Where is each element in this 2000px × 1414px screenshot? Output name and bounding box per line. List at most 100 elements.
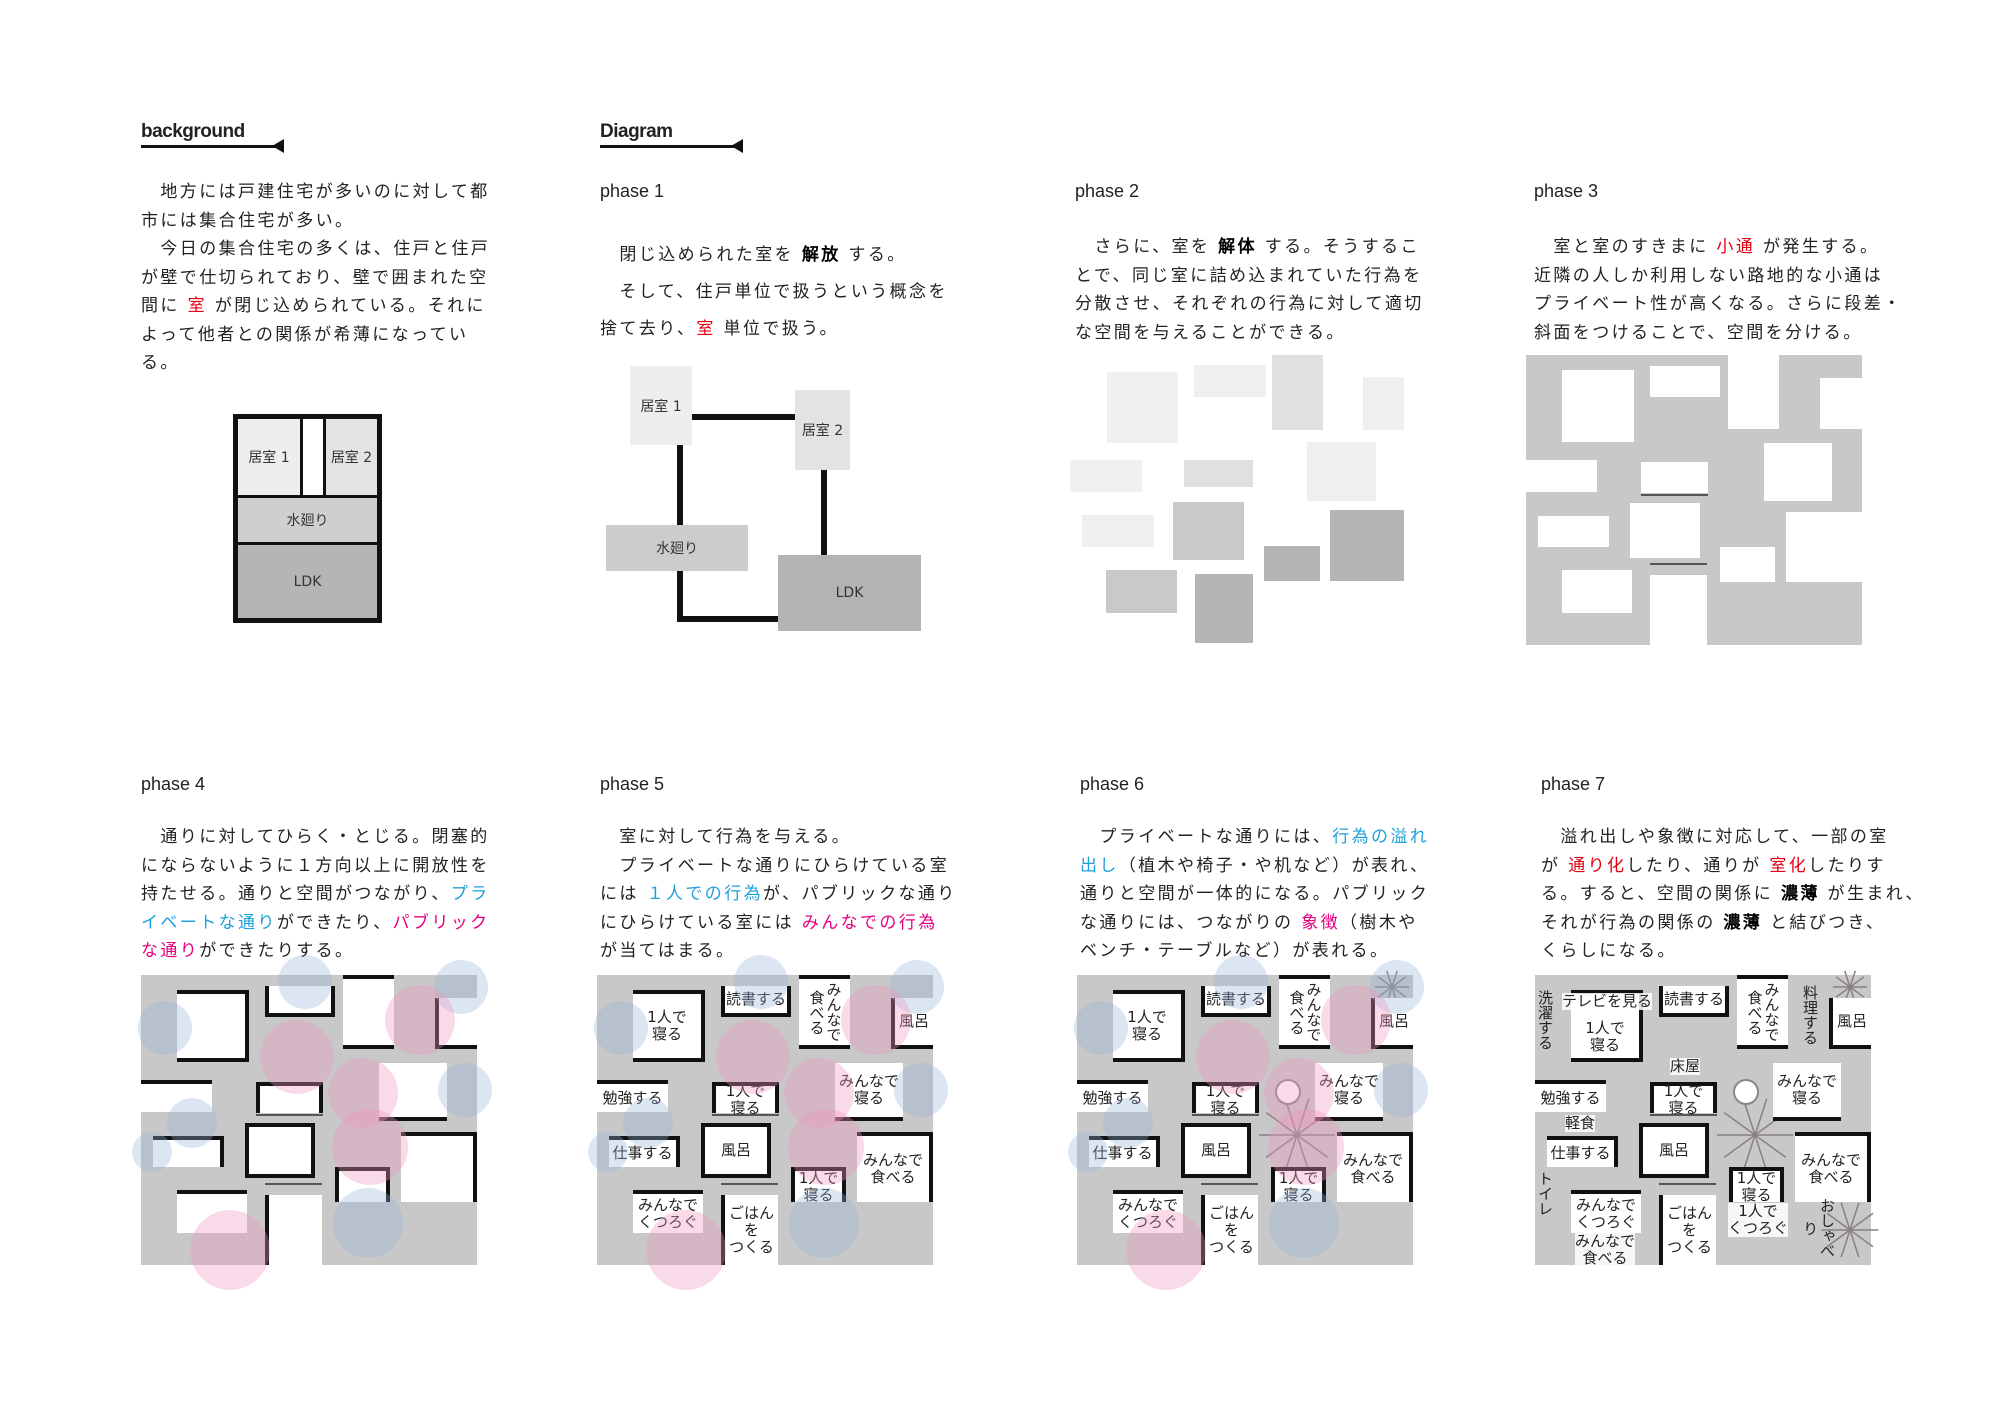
room-label: みんなで 食べる (1737, 975, 1788, 1049)
highlight-bold: 解放 (801, 245, 841, 265)
text-line: る。 (141, 349, 490, 378)
highlight-bold: 濃薄 (1723, 912, 1763, 933)
text-line: が当てはまる。 (600, 937, 957, 966)
room-label: みんなで 食べる (1337, 1132, 1413, 1202)
highlight-blue: イベートな通り (141, 912, 277, 933)
activity-label: みんなで 食べる (1575, 1232, 1636, 1267)
tree-icon (1259, 1098, 1335, 1172)
text-line: イベートな通りができたり、パブリック (141, 909, 490, 938)
text-line: 室と室のすきまに 小通 が発生する。 (1534, 233, 1903, 262)
text-line: とで、同じ室に詰め込まれていた行為を (1075, 262, 1424, 291)
text-line: くらしになる。 (1541, 937, 1925, 966)
highlight-pink: 象徴 (1301, 912, 1341, 933)
room-label: 風呂 (701, 1123, 771, 1178)
text-segment: にひらけている室には (600, 912, 802, 933)
activity-label: 軽食 (1565, 1114, 1596, 1132)
highlight-blue: １人での行為 (646, 884, 764, 904)
direction-arrow-icon (1192, 1114, 1259, 1116)
room-label: 1人で 寝る (1650, 1082, 1717, 1116)
text-segment: が壁で仕切られており、壁で囲まれた空 (141, 267, 489, 288)
text-segment: な通りには、つながりの (1080, 912, 1302, 933)
phase-1-text: 閉じ込められた室を 解放 する。 そして、住戸単位で扱うという概念を捨て去り、室… (600, 237, 948, 348)
room (141, 1080, 212, 1112)
room (379, 1063, 447, 1121)
text-segment: さらに、室を (1075, 237, 1219, 257)
text-segment: したりす (1808, 855, 1886, 876)
room (401, 1132, 477, 1202)
activity-label: テレビを見る (1562, 992, 1653, 1010)
room-block (1330, 510, 1404, 581)
text-line: 出し（植木や椅子・や机など）が表れ、 (1080, 852, 1429, 881)
arrow-left-icon (272, 139, 284, 153)
room (256, 1082, 323, 1113)
text-segment: プライベートな通りにひらけている室 (600, 855, 950, 876)
text-segment: プライベートな通りには、 (1080, 827, 1333, 847)
room-label: 読書する (1201, 986, 1271, 1017)
room-label: 1人で 寝る (1271, 1167, 1326, 1203)
text-line: 持たせる。通りと空間がつながり、プラ (141, 880, 490, 909)
direction-arrow-icon (1641, 494, 1708, 496)
connection-line (677, 616, 779, 622)
text-segment: には (600, 884, 647, 904)
text-line: 通りに対してひらく・とじる。閉塞的 (141, 823, 490, 852)
text-segment: 間に (141, 296, 188, 316)
text-line: 通りと空間が一体的になる。パブリック (1080, 880, 1429, 909)
text-line: が 通り化したり、通りが 室化したりす (1541, 852, 1925, 881)
room-1: 居室 1 (238, 419, 300, 495)
text-line: な通りができたりする。 (141, 937, 490, 966)
room-label: 1人で 寝る (1113, 990, 1185, 1062)
highlight-bold: 解体 (1218, 237, 1257, 257)
room-label: 1人で 寝る (791, 1167, 846, 1203)
text-segment: ができたり、 (276, 912, 393, 933)
text-line: 今日の集合住宅の多くは、住戸と住戸 (141, 235, 490, 264)
highlight-red: 室化 (1769, 855, 1809, 876)
text-segment: が当てはまる。 (600, 941, 736, 961)
connection-line (821, 468, 827, 556)
room-label: みんなで 寝る (1315, 1063, 1383, 1121)
room-label: 風呂 (1371, 998, 1413, 1049)
text-segment: 室に対して行為を与える。 (600, 827, 852, 847)
text-line: 間に 室 が閉じ込められている。それに (141, 292, 490, 321)
activity-label: トイレ (1536, 1171, 1554, 1216)
text-line: な通りには、つながりの 象徴（樹木や (1080, 909, 1429, 938)
text-segment: る。すると、空間の関係に (1541, 884, 1781, 904)
text-line: が壁で仕切られており、壁で囲まれた空 (141, 264, 490, 293)
text-segment: 通りに対してひらく・とじる。閉塞的 (141, 827, 490, 847)
phase-3-text: 室と室のすきまに 小通 が発生する。近隣の人しか利用しない路地的な小通はプライベ… (1534, 233, 1903, 347)
room-label: 読書する (1659, 986, 1729, 1017)
background-text: 地方には戸建住宅が多いのに対して都市には集合住宅が多い。 今日の集合住宅の多くは… (141, 178, 490, 378)
room (177, 990, 249, 1062)
section-heading-background: background (141, 121, 245, 142)
room (1650, 575, 1707, 645)
text-line: プライベート性が高くなる。さらに段差・ (1534, 290, 1903, 319)
text-segment: る。 (141, 353, 180, 373)
text-line: それが行為の関係の 濃薄 と結びつき、 (1541, 909, 1925, 938)
text-line: にならないように１方向以上に開放性を (141, 852, 490, 881)
text-segment: 近隣の人しか利用しない路地的な小通は (1534, 265, 1884, 286)
text-segment: が生まれ、 (1819, 884, 1925, 904)
room-label: 仕事する (1089, 1136, 1160, 1167)
phase-4-text: 通りに対してひらく・とじる。閉塞的にならないように１方向以上に開放性を持たせる。… (141, 823, 490, 966)
room (1720, 547, 1775, 582)
text-segment: それが行為の関係の (1541, 912, 1724, 933)
text-segment: な空間を与えることができる。 (1075, 322, 1346, 343)
phase-3-plan (1526, 355, 1862, 645)
direction-arrow-icon (1201, 1183, 1258, 1185)
room-label: みんなで 食べる (799, 975, 850, 1049)
text-segment: する。 (840, 245, 907, 265)
activity-label: 床屋 (1670, 1057, 1701, 1075)
room-label: 仕事する (1547, 1136, 1618, 1167)
hallway (303, 419, 323, 495)
room-block (1264, 546, 1320, 581)
room-label: 勉強する (597, 1080, 668, 1112)
room-label: 読書する (721, 986, 791, 1017)
room-label: 風呂 (1639, 1123, 1709, 1178)
phase-5-text: 室に対して行為を与える。 プライベートな通りにひらけている室には １人での行為が… (600, 823, 957, 966)
activity-label: おしゃべり (1801, 1198, 1836, 1258)
room-block (1184, 460, 1253, 487)
heading-underline (141, 145, 276, 148)
room-label: みんなで くつろぐ (1113, 1190, 1183, 1233)
arrow-left-icon (731, 139, 743, 153)
direction-arrow-icon (712, 1114, 779, 1116)
phase-2-text: さらに、室を 解体 する。そうすることで、同じ室に詰め込まれていた行為を分散させ… (1075, 233, 1424, 347)
